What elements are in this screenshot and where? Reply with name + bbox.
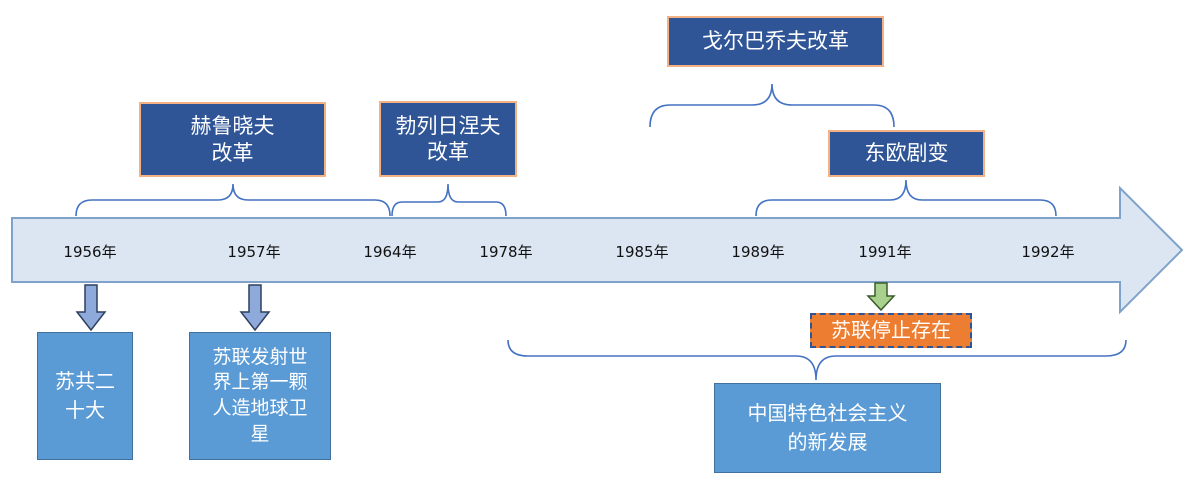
khrushchev-reform-box: 赫鲁晓夫 改革 <box>139 102 326 177</box>
year-label-1991: 1991年 <box>858 243 912 261</box>
year-label-1957: 1957年 <box>227 243 281 261</box>
timeline-arrow <box>11 185 1184 315</box>
down-arrow-1991 <box>866 282 896 312</box>
bracket-eastern-europe <box>755 179 1057 217</box>
down-arrow-1956 <box>75 284 107 332</box>
bracket-brezhnev <box>391 183 507 217</box>
year-label-1964: 1964年 <box>363 243 417 261</box>
year-label-1985: 1985年 <box>615 243 669 261</box>
down-arrow-1957 <box>239 284 271 332</box>
ussr-end-box: 苏联停止存在 <box>810 313 972 348</box>
year-label-1978: 1978年 <box>479 243 533 261</box>
year-label-1989: 1989年 <box>731 243 785 261</box>
eastern-europe-box: 东欧剧变 <box>828 130 985 177</box>
year-label-1956: 1956年 <box>63 243 117 261</box>
bracket-gorbachev <box>649 83 895 128</box>
gorbachev-reform-box: 戈尔巴乔夫改革 <box>667 16 884 67</box>
bracket-khrushchev <box>75 183 391 217</box>
china-socialism-box: 中国特色社会主义 的新发展 <box>714 383 941 473</box>
satellite-launch-box: 苏联发射世 界上第一颗 人造地球卫 星 <box>189 332 331 460</box>
year-label-1992: 1992年 <box>1021 243 1075 261</box>
cpsu-20th-congress-box: 苏共二 十大 <box>37 332 133 460</box>
bracket-china <box>507 339 1127 381</box>
brezhnev-reform-box: 勃列日涅夫 改革 <box>379 101 517 177</box>
